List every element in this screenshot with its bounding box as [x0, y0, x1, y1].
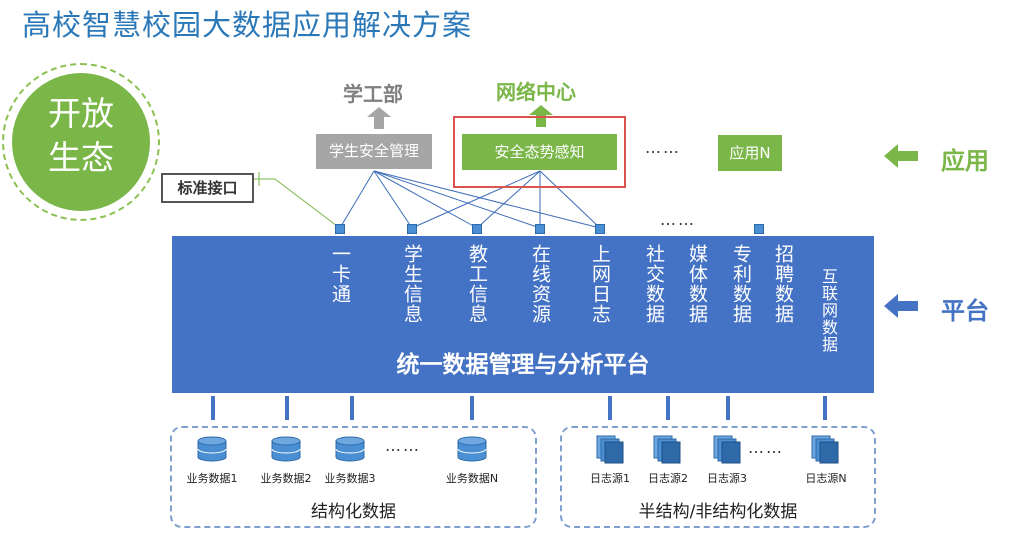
platform-column-internet-logs: 上网日志	[589, 244, 611, 324]
ecosystem-label: 开放 生态	[48, 94, 114, 177]
database-icon	[271, 436, 301, 462]
structured-data-group	[170, 426, 537, 528]
data-link	[608, 396, 612, 420]
log-files-icon	[596, 435, 624, 464]
database-icon	[457, 436, 487, 462]
page-title: 高校智慧校园大数据应用解决方案	[22, 8, 473, 42]
data-link	[726, 396, 730, 420]
connection-point	[535, 224, 545, 234]
app-n[interactable]: 应用N	[718, 135, 782, 171]
platform-layer-label: 平台	[941, 297, 989, 325]
log-files-icon	[653, 435, 681, 464]
log-files-icon	[713, 435, 741, 464]
data-link	[470, 396, 474, 420]
network-center-label: 网络中心	[496, 80, 576, 104]
student-safety-app[interactable]: 学生安全管理	[316, 134, 432, 169]
data-link	[285, 396, 289, 420]
log-source-1: 日志源1	[590, 472, 630, 485]
semi-structured-ellipsis: ……	[748, 438, 784, 457]
application-layer-label: 应用	[941, 147, 989, 175]
left-arrow-icon	[884, 294, 918, 318]
up-arrow-icon	[367, 107, 391, 129]
data-link	[666, 396, 670, 420]
platform-column-staff-info: 教工信息	[466, 244, 488, 324]
log-files-icon	[811, 435, 839, 464]
log-source-3: 日志源3	[707, 472, 747, 485]
business-data-2: 业务数据2	[260, 472, 312, 485]
database-icon	[197, 436, 227, 462]
platform-ellipsis: ……	[660, 210, 696, 229]
platform-column-patent-data: 专利数据	[730, 244, 752, 324]
platform-column-media-data: 媒体数据	[686, 244, 708, 324]
business-data-n: 业务数据N	[445, 472, 499, 485]
business-data-3: 业务数据3	[324, 472, 376, 485]
ecosystem-circle-border	[2, 63, 160, 221]
platform-column-recruitment-data: 招聘数据	[772, 244, 794, 324]
left-arrow-icon	[884, 144, 918, 168]
platform-column-online-resources: 在线资源	[529, 244, 551, 324]
structured-data-label: 结构化数据	[311, 502, 396, 522]
platform-column-student-info: 学生信息	[401, 244, 423, 324]
connection-point	[754, 224, 764, 234]
data-link	[211, 396, 215, 420]
connection-point	[407, 224, 417, 234]
log-source-n: 日志源N	[805, 472, 847, 485]
connection-point	[472, 224, 482, 234]
unified-data-platform	[172, 236, 874, 393]
connection-point	[595, 224, 605, 234]
semi-structured-data-label: 半结构/非结构化数据	[638, 502, 798, 522]
database-icon	[335, 436, 365, 462]
apps-ellipsis: ……	[645, 138, 681, 157]
platform-column-internet-data: 互联网数据	[819, 268, 838, 353]
data-link	[350, 396, 354, 420]
connection-point	[335, 224, 345, 234]
log-source-2: 日志源2	[648, 472, 688, 485]
security-awareness-app[interactable]: 安全态势感知	[462, 134, 617, 170]
business-data-1: 业务数据1	[186, 472, 238, 485]
structured-ellipsis: ……	[385, 436, 421, 455]
student-affairs-dept-label: 学工部	[343, 82, 403, 106]
semi-structured-data-group	[560, 426, 876, 528]
platform-title: 统一数据管理与分析平台	[396, 352, 650, 378]
ecosystem-circle	[12, 73, 150, 211]
platform-column-card: 一卡通	[329, 244, 351, 304]
standard-interface-label: 标准接口	[161, 173, 254, 203]
platform-column-social-data: 社交数据	[643, 244, 665, 324]
highlight-frame	[453, 116, 626, 188]
data-link	[823, 396, 827, 420]
